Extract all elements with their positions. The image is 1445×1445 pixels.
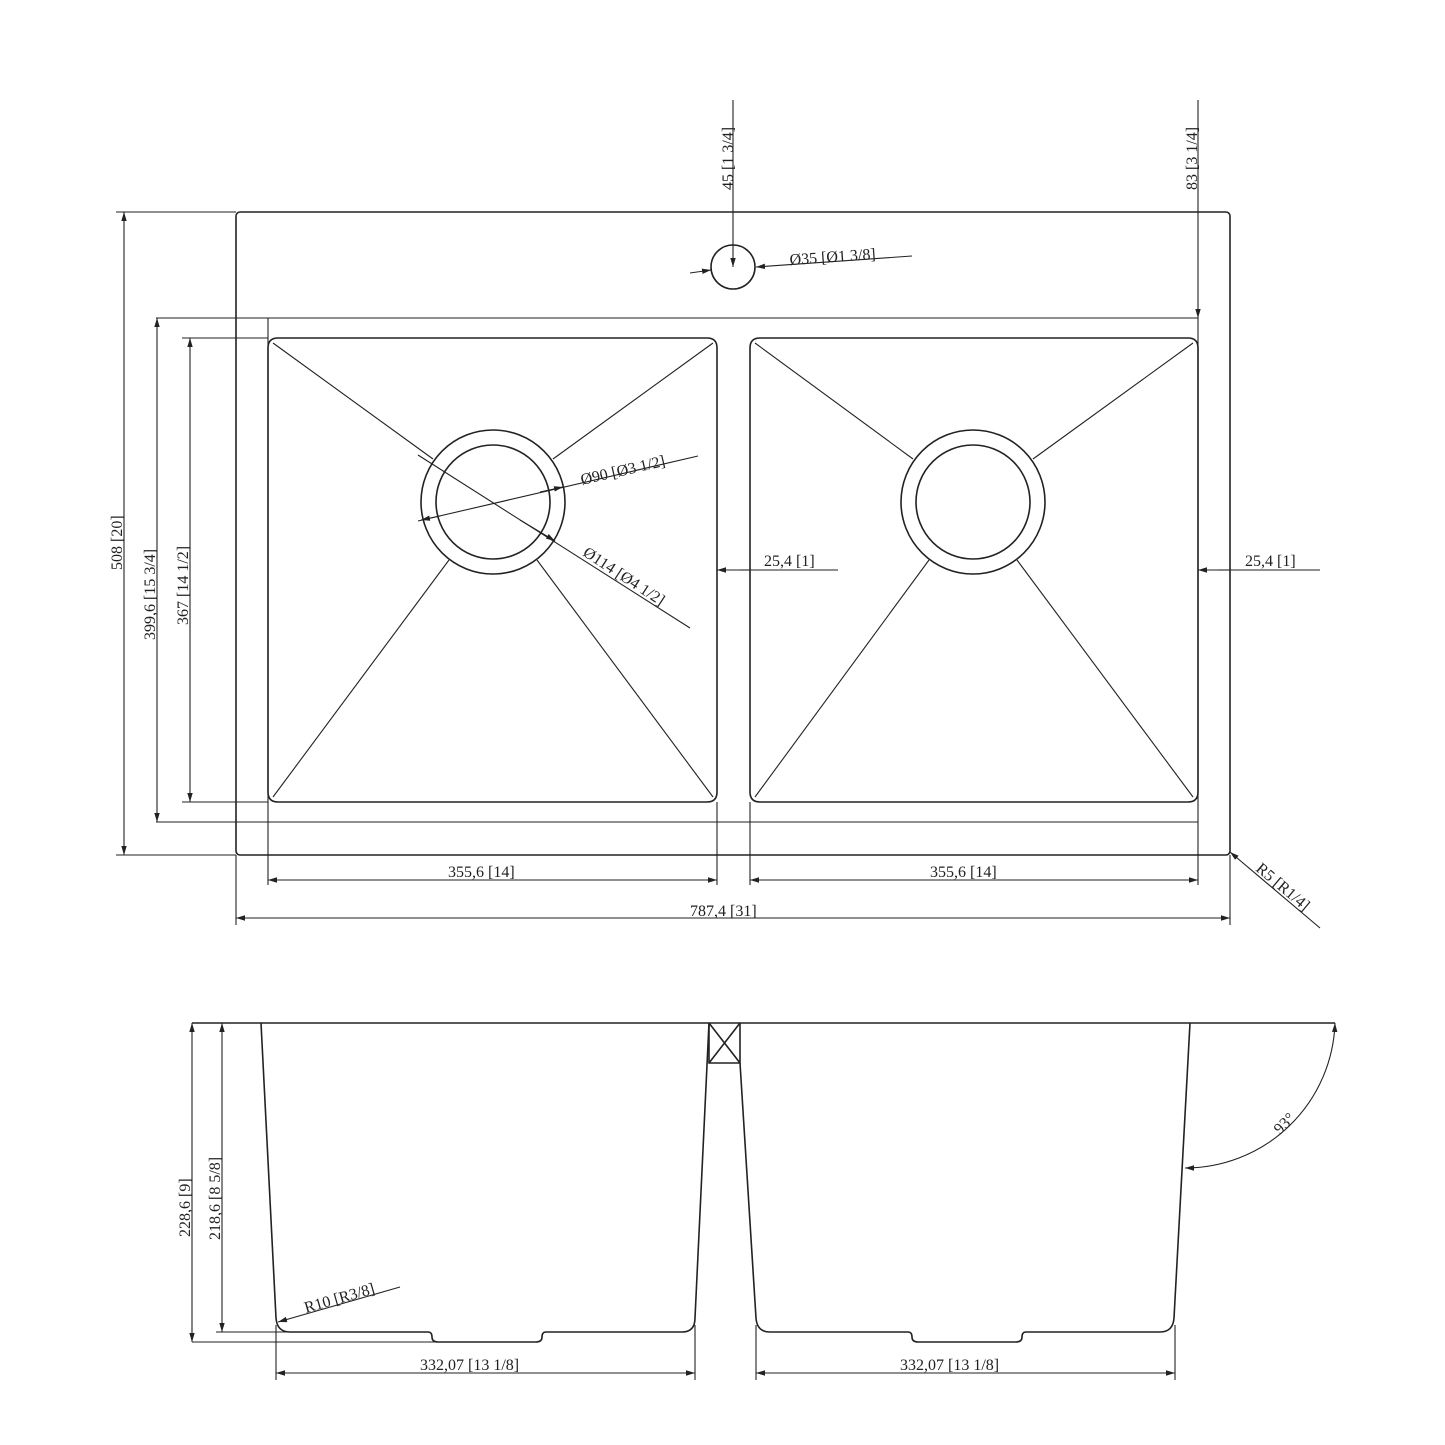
- faucet-hole-label: Ø35 [Ø1 3/8]: [789, 246, 876, 269]
- right-bowl-width-label: 355,6 [14]: [930, 864, 997, 881]
- faucet-offset-label: 45 [1 3/4]: [720, 127, 737, 190]
- center-gap-label: 25,4 [1]: [764, 553, 815, 570]
- right-bowl-profile: [739, 1022, 1191, 1343]
- left-bowl-width-label: 355,6 [14]: [448, 864, 515, 881]
- wall-angle-label: 93°: [1271, 1110, 1299, 1138]
- deck-depth-label: 83 [3 1/4]: [1184, 127, 1201, 190]
- drain-outer-label: Ø114 [Ø4 1/2]: [580, 544, 668, 609]
- bowl-depth-label: 367 [14 1/2]: [175, 546, 192, 625]
- top-view: Ø35 [Ø1 3/8] 45 [1 3/4] 83 [3 1/4] Ø90 […: [109, 100, 1321, 929]
- overall-width-label: 787,4 [31]: [690, 903, 757, 920]
- overall-depth-label: 508 [20]: [109, 515, 126, 570]
- right-drain-inner: [915, 444, 1031, 560]
- overall-height-label: 228,6 [9]: [177, 1178, 194, 1237]
- drain-inner-label: Ø90 [Ø3 1/2]: [579, 453, 667, 489]
- divider: [708, 1022, 741, 1064]
- left-drain-outer: [420, 429, 566, 575]
- corner-radius-label: R5 [R1/4]: [1252, 860, 1312, 914]
- right-bottom-width-label: 332,07 [13 1/8]: [900, 1357, 999, 1374]
- right-bowl: [749, 337, 1199, 803]
- side-view: 228,6 [9] 218,6 [8 5/8] R10 [R3/8] 332,0…: [177, 1022, 1338, 1380]
- left-bottom-width-label: 332,07 [13 1/8]: [420, 1357, 519, 1374]
- bottom-radius-label: R10 [R3/8]: [302, 1281, 376, 1317]
- bowl-outer-depth-label: 399,6 [15 3/4]: [142, 549, 159, 640]
- left-bowl: [267, 337, 718, 803]
- right-gap-label: 25,4 [1]: [1245, 553, 1296, 570]
- sink-outline: [235, 211, 1231, 856]
- left-drain-inner: [435, 444, 551, 560]
- bowl-height-label: 218,6 [8 5/8]: [207, 1157, 224, 1240]
- right-drain-outer: [900, 429, 1046, 575]
